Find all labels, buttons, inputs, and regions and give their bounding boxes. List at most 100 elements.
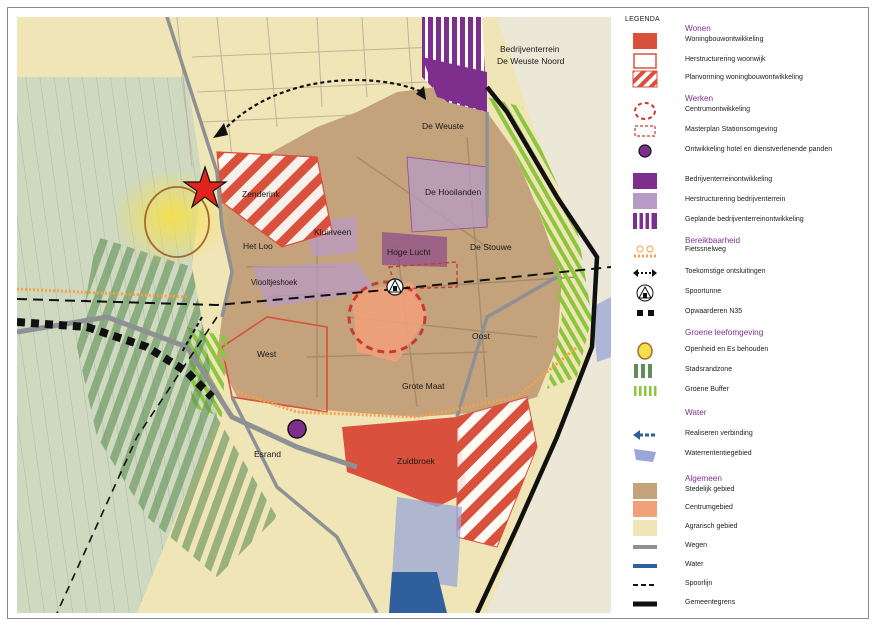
legend-section-groene: Groene leefomgeving: [685, 328, 764, 337]
legend-label: Spoortunne: [685, 288, 722, 295]
legend-item-masterplan: Masterplan Stationsomgeving: [617, 122, 862, 140]
label-esrand: Esrand: [254, 449, 281, 459]
red-star-marker: [182, 165, 228, 209]
label-de-stouwe: De Stouwe: [470, 242, 512, 252]
water-arrow-icon: [631, 426, 659, 444]
legend-section-algemeen: Algemeen: [685, 474, 722, 483]
legend-label: Bedrijventerreinontwikkeling: [685, 176, 773, 183]
legend-label: Geplande bedrijventerreinontwikkeling: [685, 216, 804, 223]
legend-label: Agrarisch gebied: [685, 523, 738, 530]
label-grote-maat: Grote Maat: [402, 381, 445, 391]
label-oost: Oost: [472, 331, 491, 341]
legend-label: Gemeentegrens: [685, 599, 736, 606]
legend-item-geplande-bedrijventerrein: Geplande bedrijventerreinontwikkeling: [617, 212, 862, 230]
centrumgebied-swatch-icon: [631, 500, 659, 518]
n35-upgrade: [17, 318, 215, 400]
legend-item-herstructurering-woonwijk: Herstructurering woonwijk: [617, 52, 862, 70]
legend-label: Toekomstige ontsluitingen: [685, 268, 766, 275]
es-ellipse-icon: [631, 342, 659, 360]
centrumgebied: [352, 282, 427, 362]
legend-item-stedelijk: Stedelijk gebied: [617, 482, 862, 500]
legend-item-centrum: Centrumontwikkeling: [617, 102, 862, 120]
railway-line-icon: [631, 576, 659, 594]
legend-item-hotel: Ontwikkeling hotel en dienstverlenende p…: [617, 142, 862, 160]
label-zuidbroek: Zuidbroek: [397, 456, 436, 466]
spoorlijn: [17, 266, 611, 307]
legend-label: Centrumontwikkeling: [685, 106, 750, 113]
legend-item-n35: Opwaarderen N35: [617, 304, 862, 322]
legend-item-ontsluitingen: Toekomstige ontsluitingen: [617, 264, 862, 282]
legend-label: Fietssnelweg: [685, 246, 726, 253]
rural-east-area: [487, 17, 611, 613]
main-roads: [165, 17, 558, 613]
legend-label: Ontwikkeling hotel en dienstverlenende p…: [685, 146, 833, 153]
label-viooltjeshoek: Viooltjeshoek: [251, 278, 297, 287]
water-line-icon: [631, 557, 659, 575]
legend-label: Herstructurering woonwijk: [685, 56, 766, 63]
bedrijventerrein-de-weuste-noord-solid: [422, 57, 487, 112]
spoortunnel-marker: [386, 278, 404, 296]
legend-label: Planvorming woningbouwontwikkeling: [685, 74, 803, 81]
label-de-weuste-noord: De Weuste Noord: [497, 56, 565, 66]
boundary-line-icon: [631, 595, 659, 613]
map-canvas: Bedrijventerrein De Weuste Noord De Weus…: [17, 17, 611, 613]
legend-item-agrarisch: Agrarisch gebied: [617, 519, 862, 537]
legend-item-wegen: Wegen: [617, 538, 862, 556]
groene-buffer-oost: [487, 97, 592, 389]
planvorming-swatch-icon: [631, 70, 659, 88]
agrarisch-swatch-icon: [631, 519, 659, 537]
legend-item-planvorming: Planvorming woningbouwontwikkeling: [617, 70, 862, 88]
openheid-es-ring: [144, 186, 210, 258]
centrum-ring-icon: [631, 102, 659, 120]
legend-section-water: Water: [685, 408, 707, 417]
woningbouw-zuidbroek: [342, 417, 467, 507]
legend-item-spoorlijn: Spoorlijn: [617, 576, 862, 594]
legend-label: Opwaarderen N35: [685, 308, 743, 315]
herstructurering-west: [221, 316, 328, 413]
legend-label: Stedelijk gebied: [685, 486, 735, 493]
ontsluiting-arrow-east: [416, 86, 426, 100]
legend-label: Spoorlijn: [685, 580, 713, 587]
legend-label: Wegen: [685, 542, 708, 549]
label-bedrijventerrein: Bedrijventerrein: [500, 44, 560, 54]
toekomstige-ontsluiting-noord: [221, 78, 423, 133]
legend-label: Waterrententiegebied: [685, 450, 752, 457]
legend-label: Herstructurering bedrijventerrein: [685, 196, 786, 203]
n35-road: [17, 314, 358, 470]
legend-item-bedrijventerrein-ontwikkeling: Bedrijventerreinontwikkeling: [617, 172, 862, 190]
label-het-loo: Het Loo: [243, 241, 273, 251]
legend-item-stadsrandzone: Stadsrandzone: [617, 362, 862, 380]
water-zuid: [389, 572, 447, 613]
legend-item-es: Openheid en Es behouden: [617, 342, 862, 360]
waterretentiegebied-zuid: [392, 497, 462, 587]
label-kluinveen: Kluinveen: [314, 227, 352, 237]
bedrijventerrein-hoge-lucht: [382, 232, 447, 267]
legend-section-werken: Werken: [685, 94, 714, 103]
n35-icon: [631, 304, 659, 322]
stadsrandzone-swatch-icon: [631, 362, 659, 380]
ontsluiting-arrow-west: [213, 123, 228, 138]
waterretentiegebied-oost: [592, 297, 611, 362]
legend-item-woningbouw: Woningbouwontwikkeling: [617, 32, 862, 50]
legend: LEGENDA Wonen Woningbouwontwikkeling Her…: [617, 14, 862, 614]
hotel-ontwikkeling-marker: [287, 419, 307, 439]
waterretentie-swatch-icon: [631, 446, 659, 464]
label-de-weuste: De Weuste: [422, 121, 464, 131]
label-zenderink: Zenderink: [242, 189, 281, 199]
spoortunnel-icon: [631, 284, 659, 302]
legend-label: Centrumgebied: [685, 504, 733, 511]
label-hoge-lucht: Hoge Lucht: [387, 247, 431, 257]
herstructurering-woonwijk-swatch-icon: [631, 52, 659, 70]
herstructurering-bedrijventerrein-de-hooilanden: [406, 156, 488, 233]
legend-label: Groene Buffer: [685, 386, 729, 393]
legend-label: Woningbouwontwikkeling: [685, 36, 764, 43]
legend-section-bereikbaarheid: Bereikbaarheid: [685, 236, 741, 245]
centrumontwikkeling-ring: [347, 280, 427, 354]
legend-label: Masterplan Stationsomgeving: [685, 126, 778, 133]
legend-item-groene-buffer: Groene Buffer: [617, 382, 862, 400]
woningbouw-swatch-icon: [631, 32, 659, 50]
legend-item-centrumgebied: Centrumgebied: [617, 500, 862, 518]
double-arrow-icon: [631, 264, 659, 282]
legend-item-verbinding: Realiseren verbinding: [617, 426, 862, 444]
legend-item-waterretentie: Waterrententiegebied: [617, 446, 862, 464]
